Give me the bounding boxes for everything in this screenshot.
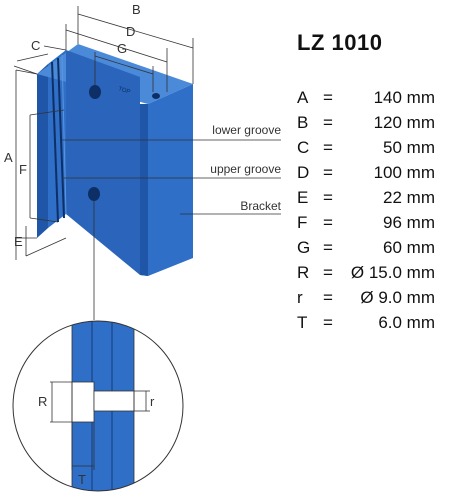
spec-key: F: [297, 213, 308, 232]
spec-equals: =: [323, 113, 333, 132]
groove-line-2: [57, 57, 65, 219]
groove-line-1: [51, 61, 59, 223]
spec-value: 96 mm: [383, 213, 435, 232]
spec-row-F: F = 96 mm: [297, 213, 447, 235]
spec-equals: =: [323, 263, 333, 282]
spec-key: R: [297, 263, 310, 282]
spec-equals: =: [323, 163, 333, 182]
spec-equals: =: [323, 138, 333, 157]
lower-hole: [88, 187, 100, 201]
spec-key: r: [297, 288, 303, 307]
dim-label-c: C: [31, 38, 40, 53]
spec-row-G: G = 60 mm: [297, 238, 447, 260]
spec-row-T: T = 6.0 mm: [297, 313, 447, 335]
spec-key: B: [297, 113, 309, 132]
dim-label-b: B: [132, 2, 141, 17]
callout-lines: [62, 139, 281, 320]
spec-value: Ø 9.0 mm: [360, 288, 435, 307]
spec-value: Ø 15.0 mm: [350, 263, 435, 282]
spec-key: D: [297, 163, 310, 182]
spec-row-D: D = 100 mm: [297, 163, 447, 185]
dim-label-g: G: [117, 41, 127, 56]
spec-value: 22 mm: [383, 188, 435, 207]
spec-value: 120 mm: [373, 113, 435, 132]
spec-equals: =: [323, 238, 333, 257]
callout-bracket: Bracket: [240, 199, 281, 213]
spec-value: 100 mm: [373, 163, 435, 182]
spec-key: G: [297, 238, 311, 257]
hole-large: [71, 381, 95, 423]
spec-equals: =: [323, 213, 333, 232]
spec-row-C: C = 50 mm: [297, 138, 447, 160]
callout-lower-groove: lower groove: [212, 123, 281, 137]
flange-front-face: [140, 84, 193, 276]
hole-small: [93, 390, 135, 412]
spec-key: E: [297, 188, 309, 207]
spec-value: 60 mm: [383, 238, 435, 257]
spec-row-B: B = 120 mm: [297, 113, 447, 135]
spec-equals: =: [323, 313, 333, 332]
spec-equals: =: [323, 188, 333, 207]
plate-left-face: [37, 64, 48, 238]
flange-side-face: [140, 104, 148, 276]
dim-label-e: E: [14, 234, 23, 249]
spec-value: 50 mm: [383, 138, 435, 157]
upper-hole: [89, 85, 101, 99]
spec-key: C: [297, 138, 310, 157]
dimension-lines: [13, 6, 194, 260]
spec-row-E: E = 22 mm: [297, 188, 447, 210]
groove-line-3: [61, 54, 67, 215]
detail-circle: [12, 320, 184, 492]
bracket-inner-wall: [66, 50, 140, 275]
spec-value: 6.0 mm: [378, 313, 435, 332]
detail-dimensions: [50, 381, 150, 470]
spec-equals: =: [323, 288, 333, 307]
spec-equals: =: [323, 88, 333, 107]
product-title: LZ 1010: [297, 30, 383, 55]
spec-row-R: R = Ø 15.0 mm: [297, 263, 447, 285]
slot-notch: [152, 93, 160, 99]
callout-upper-groove: upper groove: [210, 162, 281, 176]
spec-row-A: A = 140 mm: [297, 88, 447, 110]
dim-label-f: F: [19, 162, 27, 177]
top-stamp: TOP: [117, 86, 130, 95]
dim-label-d: D: [126, 24, 135, 39]
dim-label-t: T: [78, 472, 86, 487]
dim-label-a: A: [4, 150, 13, 165]
spec-key: A: [297, 88, 309, 107]
spec-value: 140 mm: [373, 88, 435, 107]
dim-label-r-small: r: [150, 394, 155, 409]
detail-view: [71, 321, 135, 491]
spec-key: T: [297, 313, 308, 332]
spec-row-r: r = Ø 9.0 mm: [297, 288, 447, 310]
dim-label-r-large: R: [38, 394, 47, 409]
bracket-body: [37, 44, 193, 276]
